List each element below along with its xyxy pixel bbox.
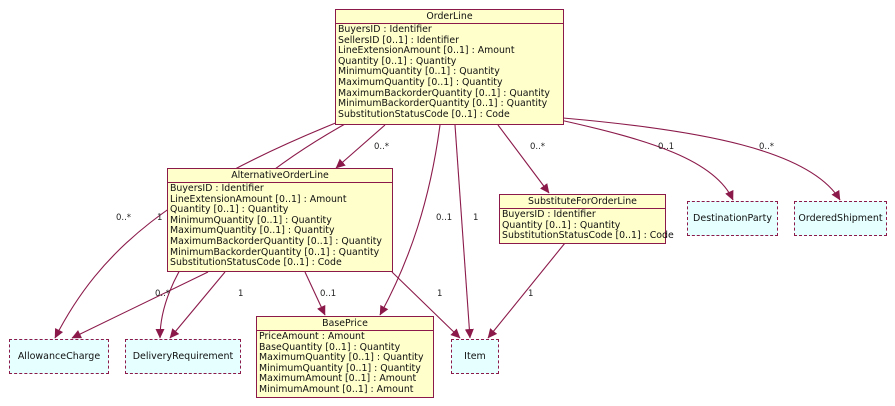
- multiplicity-label: 0..1: [658, 142, 675, 152]
- class-attribute: BuyersID : Identifier: [170, 183, 264, 194]
- edge-alternative-baseprice: [304, 271, 326, 316]
- edge-orderline-allowancecharge: [54, 121, 339, 339]
- multiplicity-label: 0..1: [436, 213, 453, 223]
- class-attribute: BaseQuantity [0..1] : Quantity: [259, 341, 401, 353]
- class-attribute: MinimumAmount [0..1] : Amount: [259, 383, 414, 395]
- multiplicity-label: 0..*: [530, 142, 546, 152]
- edge-alternative-deliveryrequirement: [169, 271, 226, 339]
- multiplicity-label: 0..*: [155, 289, 171, 299]
- class-attribute: BuyersID : Identifier: [502, 209, 596, 220]
- class-attribute: MaximumQuantity [0..1] : Quantity: [170, 225, 335, 237]
- class-attribute: SubstitutionStatusCode [0..1] : Code: [338, 108, 510, 120]
- multiplicity-label: 1: [238, 289, 244, 299]
- class-attribute: LineExtensionAmount [0..1] : Amount: [170, 193, 347, 205]
- reference-deliveryrequirement: DeliveryRequirement: [125, 339, 241, 374]
- class-attribute: MinimumQuantity [0..1] : Quantity: [338, 66, 500, 78]
- reference-allowancecharge: AllowanceCharge: [9, 339, 109, 374]
- edge-orderline-orderedshipment: [562, 117, 841, 201]
- multiplicity-label: 0..*: [116, 213, 132, 223]
- class-attribute: MinimumBackorderQuantity [0..1] : Quanti…: [338, 98, 548, 110]
- edge-orderline-substitutefororderline: [497, 124, 550, 194]
- class-attribute: LineExtensionAmount [0..1] : Amount: [338, 45, 515, 57]
- class-attribute: SellersID [0..1] : Identifier: [338, 34, 459, 46]
- class-attribute: MaximumBackorderQuantity [0..1] : Quanti…: [338, 87, 550, 99]
- class-attribute: SubstitutionStatusCode [0..1] : Code: [502, 230, 674, 242]
- class-attribute: MinimumQuantity [0..1] : Quantity: [170, 214, 332, 226]
- multiplicity-label: 1: [473, 213, 479, 223]
- reference-orderedshipment: OrderedShipment: [794, 201, 887, 236]
- class-name: OrderLine: [336, 10, 563, 24]
- class-substitutefororderline: SubstituteForOrderLine BuyersID : Identi…: [499, 194, 674, 244]
- edge-substitute-item: [487, 242, 566, 339]
- class-name: SubstituteForOrderLine: [500, 195, 665, 209]
- edge-orderline-destinationparty: [559, 119, 734, 201]
- edge-alternative-allowancecharge: [71, 271, 209, 339]
- reference-destinationparty: DestinationParty: [687, 201, 778, 236]
- edge-alternative-item: [391, 271, 461, 339]
- edge-orderline-baseprice: [379, 124, 441, 316]
- reference-item: Item: [451, 339, 499, 374]
- edge-orderline-alternativeorderline: [335, 124, 386, 169]
- class-attribute: Quantity [0..1] : Quantity: [170, 204, 289, 216]
- multiplicity-label: 0..*: [374, 142, 390, 152]
- edge-orderline-item: [454, 124, 474, 339]
- class-name: BasePrice: [257, 317, 433, 331]
- class-attribute: MaximumQuantity [0..1] : Quantity: [259, 352, 424, 364]
- class-alternativeorderline: AlternativeOrderLine BuyersID : Identifi…: [167, 168, 393, 272]
- class-attribute: MaximumQuantity [0..1] : Quantity: [338, 76, 503, 88]
- class-name: AlternativeOrderLine: [168, 169, 392, 183]
- class-attribute: MinimumBackorderQuantity [0..1] : Quanti…: [170, 246, 380, 258]
- multiplicity-label: 0..*: [759, 142, 775, 152]
- class-attribute: PriceAmount : Amount: [259, 331, 365, 342]
- class-attribute: BuyersID : Identifier: [338, 24, 432, 35]
- class-attribute: SubstitutionStatusCode [0..1] : Code: [170, 257, 342, 269]
- multiplicity-label: 0..1: [320, 289, 337, 299]
- class-attribute: MaximumBackorderQuantity [0..1] : Quanti…: [170, 235, 382, 247]
- class-attribute: MaximumAmount [0..1] : Amount: [259, 373, 417, 385]
- class-attribute: Quantity [0..1] : Quantity: [338, 55, 457, 67]
- multiplicity-label: 1: [157, 213, 163, 223]
- multiplicity-label: 1: [528, 289, 534, 299]
- class-attribute: MinimumQuantity [0..1] : Quantity: [259, 362, 421, 374]
- class-attribute: Quantity [0..1] : Quantity: [502, 219, 621, 231]
- multiplicity-label: 1: [437, 289, 443, 299]
